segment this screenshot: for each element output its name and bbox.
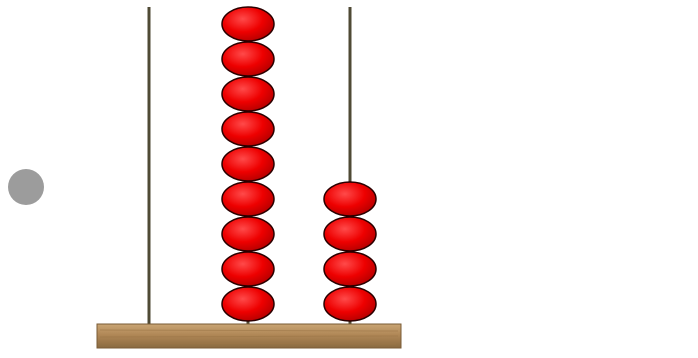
rod-tens-bead[interactable] xyxy=(222,77,274,111)
rod-tens-bead[interactable] xyxy=(222,287,274,321)
rod-tens-bead[interactable] xyxy=(222,112,274,146)
abacus-base xyxy=(97,324,401,348)
rod-tens-bead[interactable] xyxy=(222,217,274,251)
rod-tens-bead[interactable] xyxy=(222,7,274,41)
rod-ones-bead[interactable] xyxy=(324,287,376,321)
rod-tens-bead[interactable] xyxy=(222,252,274,286)
rod-ones-bead[interactable] xyxy=(324,252,376,286)
beads xyxy=(222,7,376,321)
rod-tens-bead[interactable] xyxy=(222,42,274,76)
rod-tens-bead[interactable] xyxy=(222,182,274,216)
rod-ones-bead[interactable] xyxy=(324,182,376,216)
rod-ones-bead[interactable] xyxy=(324,217,376,251)
rod-tens-bead[interactable] xyxy=(222,147,274,181)
circle-icon[interactable] xyxy=(8,169,44,205)
